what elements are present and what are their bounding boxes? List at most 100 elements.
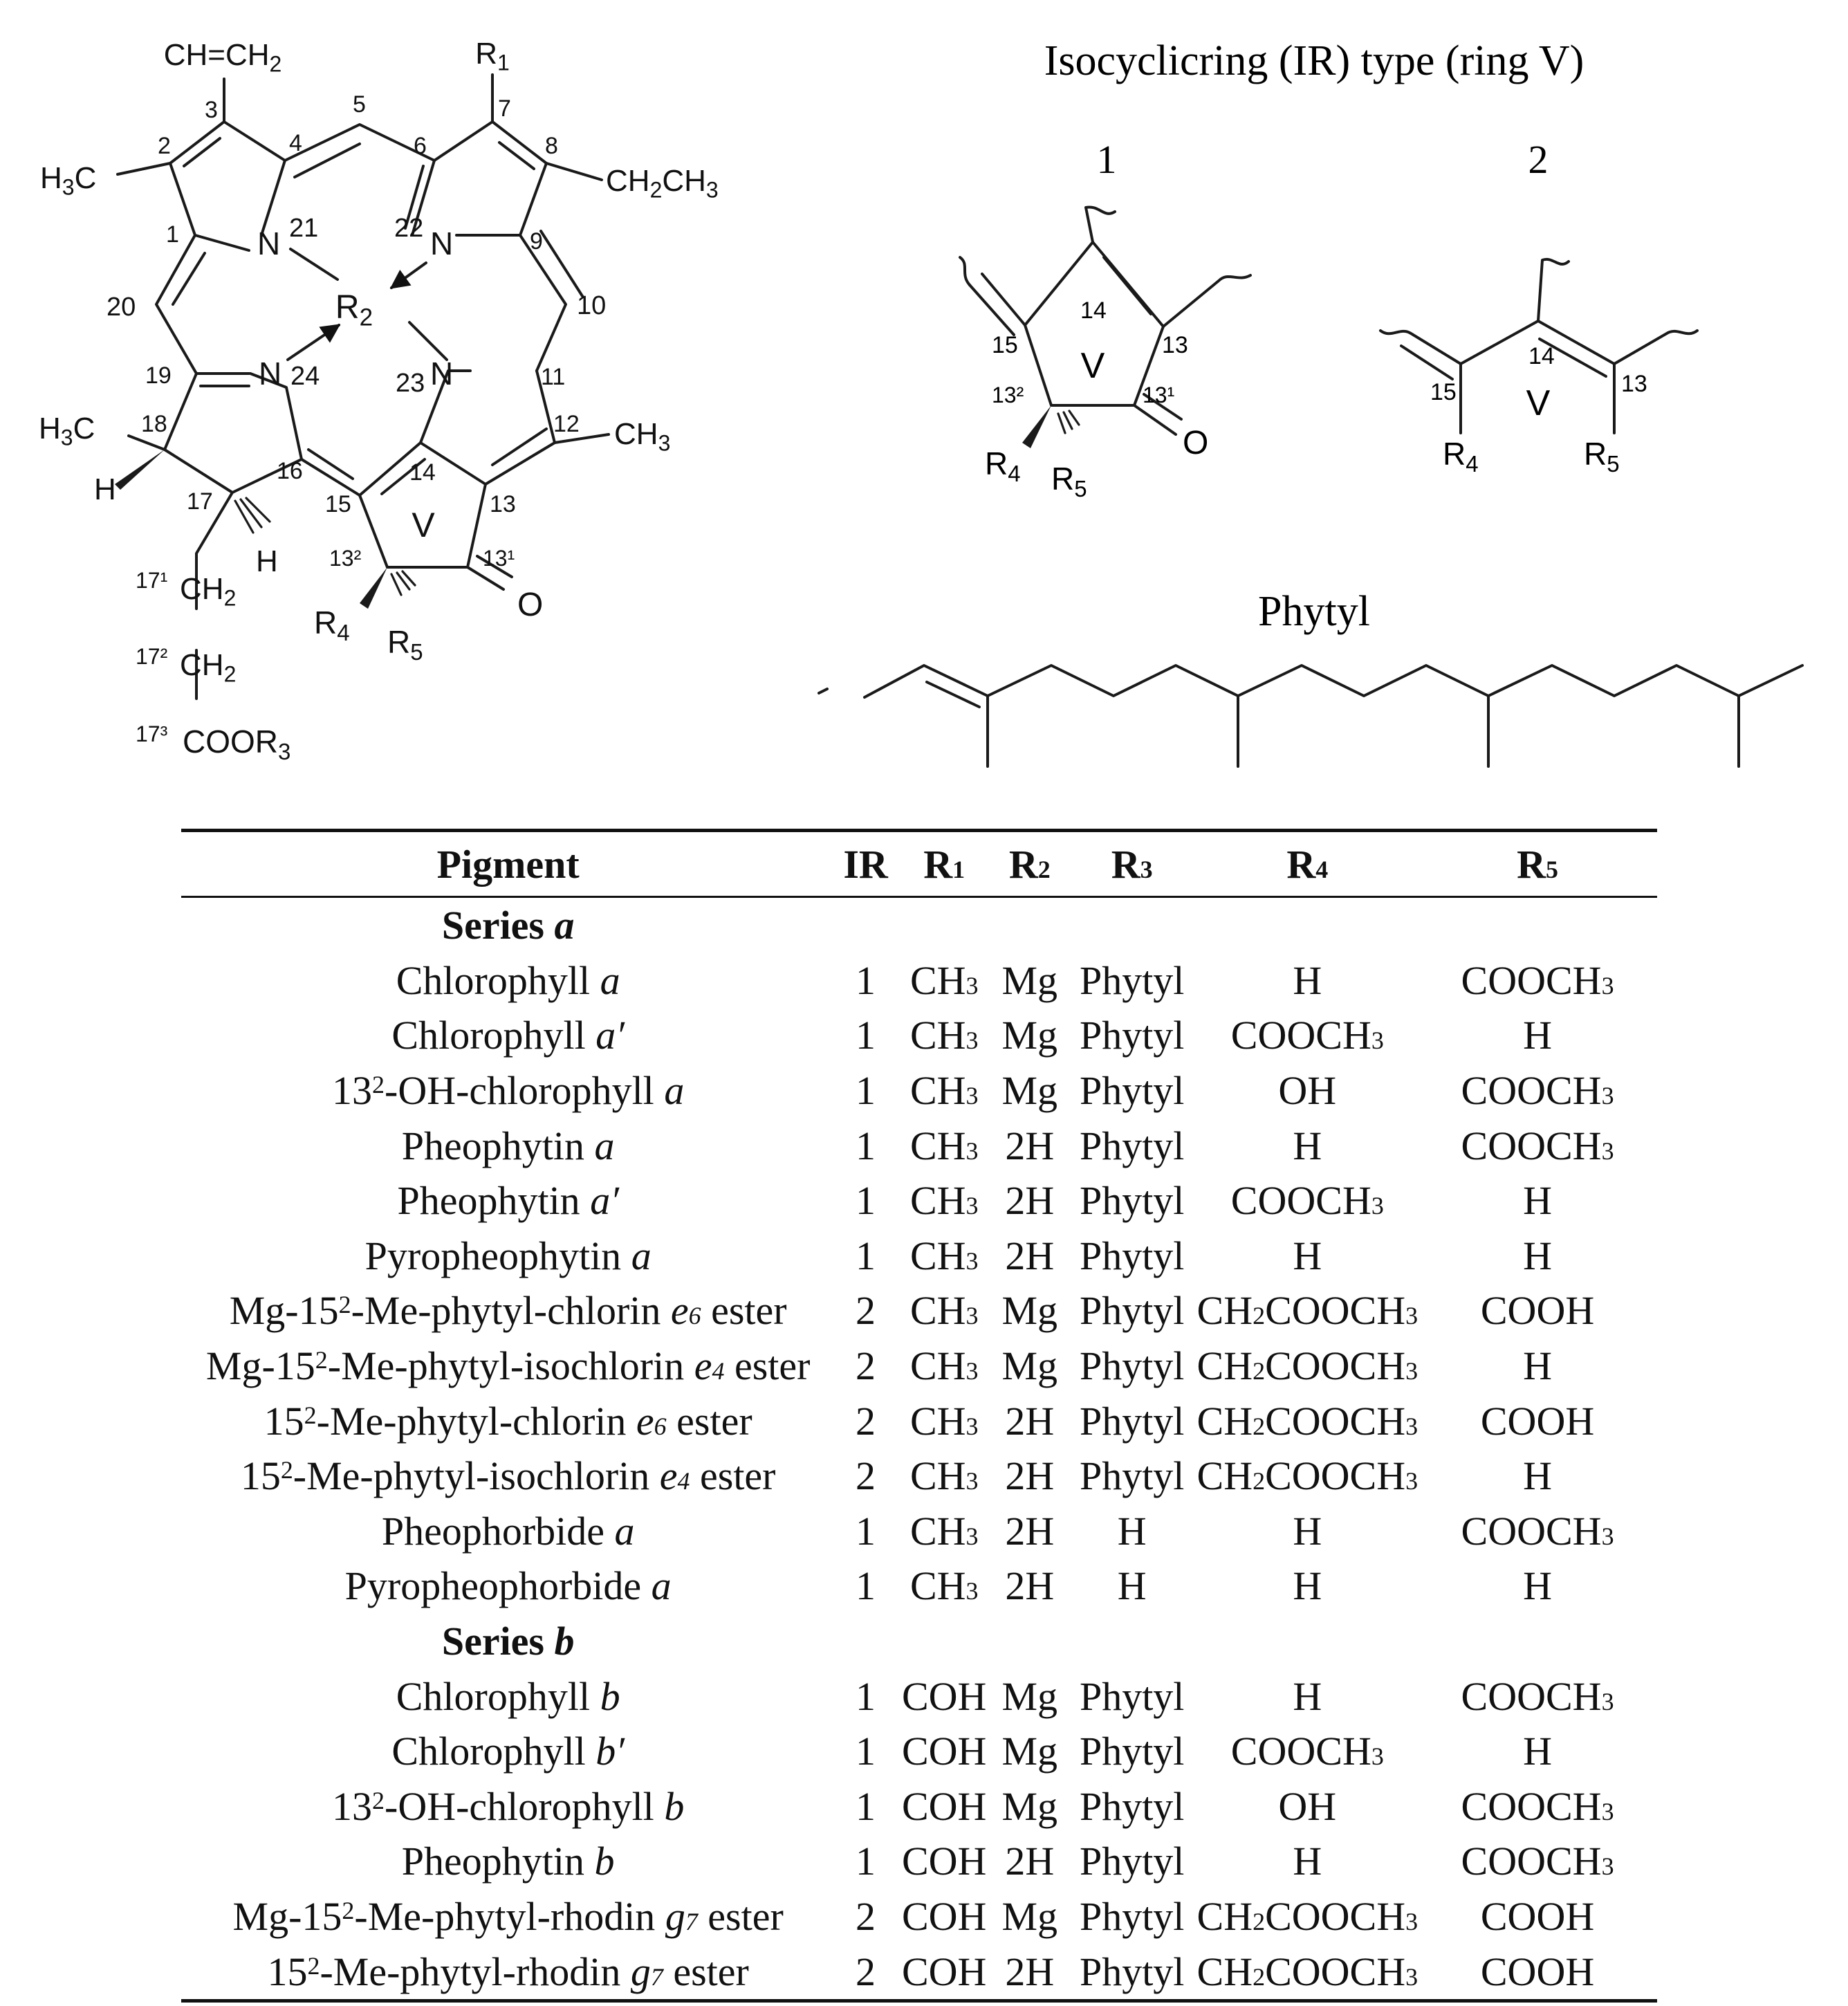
ir1-atom-13: 13: [1162, 332, 1188, 358]
r1-cell: CH3: [909, 1013, 979, 1058]
atom-2: 2: [158, 133, 171, 159]
r3-cell: H: [1117, 1563, 1147, 1609]
empty-cell: [1067, 1614, 1197, 1669]
r3-cell: Phytyl: [1079, 1783, 1185, 1829]
r4-cell: H: [1293, 1123, 1322, 1168]
ir-cell: 1: [856, 1178, 876, 1224]
vinyl-label: CH=CH2: [164, 38, 282, 77]
r4-cell: CH2COOCH3: [1196, 1453, 1419, 1499]
r1-label: R1: [475, 37, 510, 75]
r3-cell: Phytyl: [1079, 1729, 1185, 1774]
ch2-172-label: CH2: [180, 648, 236, 687]
empty-cell: [835, 1614, 896, 1669]
atom-9: 9: [530, 228, 543, 255]
empty-cell: [1197, 897, 1419, 953]
ir2-atom-14: 14: [1528, 343, 1555, 369]
ir-cell: 1: [856, 1123, 876, 1168]
pigment-cell: Mg-152-Me-phytyl-chlorin e6 ester: [229, 1288, 787, 1334]
empty-cell: [896, 897, 992, 953]
header-r3: R3: [1111, 841, 1153, 887]
r2-cell: 2H: [1005, 1508, 1055, 1554]
atom-4: 4: [289, 130, 302, 156]
r5-label: R5: [387, 624, 423, 665]
pigment-cell: 152-Me-phytyl-isochlorin e4 ester: [240, 1453, 776, 1499]
r4-cell: COOCH3: [1230, 1729, 1384, 1774]
r4-cell: H: [1293, 1839, 1322, 1884]
r5-cell: H: [1523, 1729, 1552, 1774]
r4-cell: CH2COOCH3: [1196, 1288, 1419, 1334]
ch2-171-label: CH2: [180, 572, 236, 611]
pigment-cell: Pheophytin a: [401, 1123, 615, 1168]
n21-number: 21: [289, 214, 318, 243]
n24-atom: N: [259, 356, 281, 392]
r5-cell: COOCH3: [1461, 957, 1614, 1003]
r3-cell: Phytyl: [1079, 1343, 1185, 1389]
series-title: Series b: [441, 1619, 575, 1664]
atom-15: 15: [325, 491, 351, 517]
pigment-cell: Pyropheophytin a: [364, 1233, 652, 1278]
pigment-cell: Chlorophyll a: [396, 957, 620, 1003]
ir-type-1-structure: 15 14 13 13² 13¹ V O R4 R5: [959, 205, 1252, 502]
r2-cell: 2H: [1005, 1839, 1055, 1884]
r3-cell: Phytyl: [1079, 957, 1185, 1003]
atom-13-2: 13²: [329, 546, 362, 571]
empty-cell: [1067, 897, 1197, 953]
atom-16: 16: [277, 458, 303, 484]
r2-cell: 2H: [1005, 1949, 1055, 1994]
ir-cell: 1: [856, 1068, 876, 1114]
r2-cell: 2H: [1005, 1233, 1055, 1278]
ir-cell: 1: [856, 1563, 876, 1609]
series-header-row: Series b: [181, 1614, 1657, 1669]
r5-cell: COOCH3: [1461, 1839, 1614, 1884]
atom-17-1: 17¹: [136, 568, 167, 593]
r5-cell: H: [1523, 1233, 1552, 1278]
pigment-cell: 152-Me-phytyl-chlorin e6 ester: [264, 1398, 752, 1444]
r5-cell: H: [1523, 1563, 1552, 1609]
r4-cell: OH: [1278, 1068, 1337, 1114]
r5-cell: COOH: [1480, 1893, 1595, 1939]
atom-12: 12: [553, 411, 580, 437]
ir-cell: 2: [856, 1288, 876, 1334]
r4-label: R4: [314, 605, 350, 645]
phytyl-title: Phytyl: [1258, 588, 1370, 635]
r2-cell: Mg: [1001, 1893, 1058, 1939]
r5-cell: COOCH3: [1461, 1123, 1614, 1168]
ir-cell: 2: [856, 1343, 876, 1389]
r5-cell: H: [1523, 1178, 1552, 1224]
r4-cell: COOCH3: [1230, 1013, 1384, 1058]
r2-cell: Mg: [1001, 1288, 1058, 1334]
empty-cell: [896, 1614, 992, 1669]
r3-cell: Phytyl: [1079, 1893, 1185, 1939]
phytyl-chain: [817, 664, 1804, 768]
r2-cell: Mg: [1001, 1068, 1058, 1114]
r3-cell: Phytyl: [1079, 1839, 1185, 1884]
ir2-atom-15: 15: [1430, 379, 1457, 405]
r1-cell: CH3: [909, 1233, 979, 1278]
ir-cell: 1: [856, 1508, 876, 1554]
r3-cell: Phytyl: [1079, 1398, 1185, 1444]
ir-cell: 2: [856, 1893, 876, 1939]
r4-cell: COOCH3: [1230, 1178, 1384, 1224]
atom-17-2: 17²: [136, 644, 168, 669]
ir1-atom-13-1: 13¹: [1143, 383, 1174, 407]
r4-cell: CH2COOCH3: [1196, 1398, 1419, 1444]
ir-cell: 1: [856, 1729, 876, 1774]
ir1-atom-13-2: 13²: [992, 383, 1024, 407]
r2-cell: 2H: [1005, 1398, 1055, 1444]
r1-cell: CH3: [909, 1178, 979, 1224]
ir-cell: 2: [856, 1398, 876, 1444]
r5-cell: COOH: [1480, 1398, 1595, 1444]
r2-cell: 2H: [1005, 1563, 1055, 1609]
r2-cell: Mg: [1001, 1673, 1058, 1719]
h-c17-label: H: [256, 544, 278, 578]
ir2-r4-label: R4: [1443, 436, 1479, 477]
methyl-c12-label: CH3: [614, 417, 670, 456]
